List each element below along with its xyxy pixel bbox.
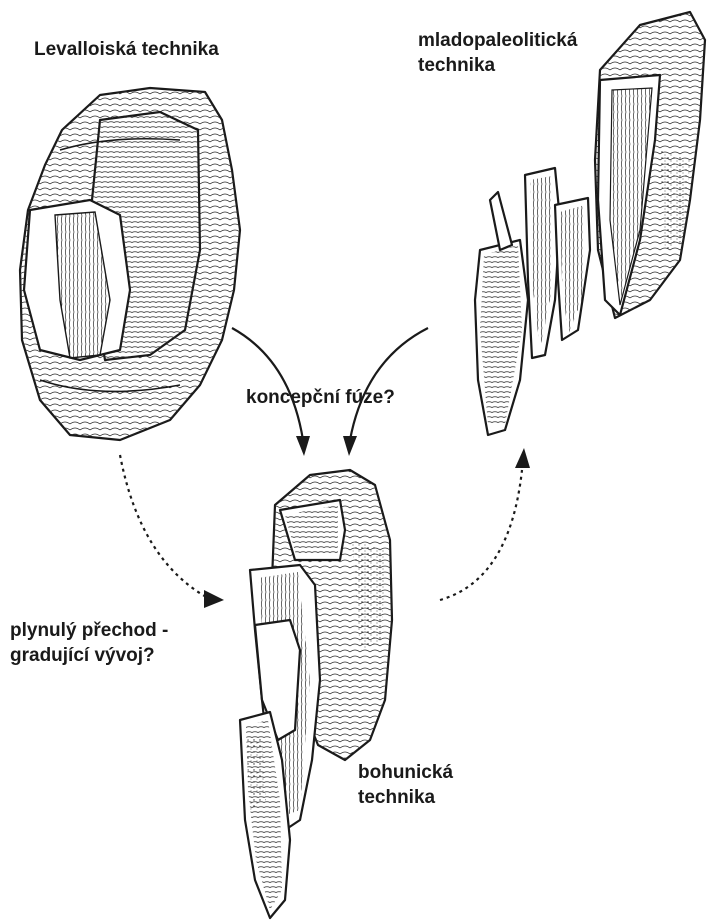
label-gradual-transition: plynulý přechod - gradující vývoj? [10,618,168,668]
label-conceptual-fusion: koncepční fúze? [246,385,395,410]
label-bohunician-line1: bohunická [358,760,453,785]
label-bohunician-technique: bohunická technika [358,760,453,810]
bohunician-drawing [240,470,392,918]
label-transition-line2: gradující vývoj? [10,643,168,668]
levallois-core-drawing [20,88,240,440]
label-transition-line1: plynulý přechod - [10,618,168,643]
label-levallois-text: Levalloiská technika [34,37,219,62]
label-bohunician-line2: technika [358,785,453,810]
label-upper-paleolithic-technique: mladopaleolitická technika [418,28,577,78]
label-upper-paleolithic-line2: technika [418,53,577,78]
label-upper-paleolithic-line1: mladopaleolitická [418,28,577,53]
label-fusion-text: koncepční fúze? [246,385,395,410]
label-levallois-technique: Levalloiská technika [34,37,219,62]
